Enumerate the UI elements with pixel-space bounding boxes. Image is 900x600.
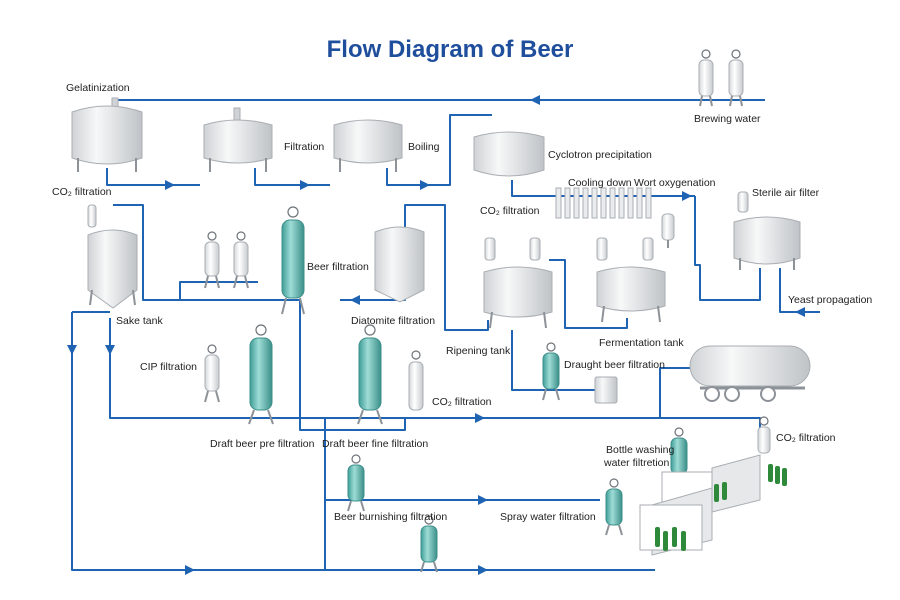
sake-tank: [87, 229, 138, 309]
flow-arrows: [67, 95, 805, 575]
pipe-ripen-ferm: [549, 259, 628, 329]
draft-pre-filter: [248, 324, 274, 425]
label-beer-filtration: Beer filtration: [307, 261, 369, 273]
label-cyclotron: Cyclotron precipitation: [548, 149, 652, 161]
wort-small-filter: [661, 213, 675, 248]
co2-filter-mid: [408, 350, 424, 411]
arrow-brewing: [530, 95, 540, 105]
pipe-yeast: [779, 268, 820, 313]
draft-fine-filter: [357, 324, 383, 425]
co2-filter-left: [87, 204, 97, 228]
label-sake-tank: Sake tank: [116, 315, 163, 327]
arrow-4: [682, 191, 692, 201]
ripening-tank: [483, 237, 553, 329]
beer-burnishing-filter: [347, 454, 365, 512]
label-draught-beer: Draught beer filtration: [564, 359, 665, 371]
label-co2-filtration-4: CO₂ filtration: [776, 432, 836, 444]
brewing-water-filters: [698, 49, 744, 107]
arrow-5: [350, 295, 360, 305]
label-draft-fine: Draft beer fine filtration: [322, 438, 428, 450]
label-filtration: Filtration: [284, 141, 324, 153]
pipe-cyc-cool: [511, 180, 695, 197]
label-beer-burnishing: Beer burnishing filtration: [334, 511, 447, 523]
page-title: Flow Diagram of Beer: [327, 36, 574, 63]
arrow-8: [475, 413, 485, 423]
label-bottle-washing-2: water filtretion: [603, 457, 670, 469]
label-co2-filtration-2: CO₂ filtration: [480, 205, 540, 217]
arrow-3: [420, 180, 430, 190]
label-co2-filtration-1: CO₂ filtration: [52, 186, 112, 198]
cooling-down-unit: [555, 187, 652, 219]
fermentation-tank: [596, 237, 666, 323]
bottling-line: [639, 454, 787, 556]
label-diatomite: Diatomite filtration: [351, 315, 435, 327]
label-yeast-propagation: Yeast propagation: [788, 294, 872, 306]
arrow-2: [300, 180, 310, 190]
boiling-tank: [333, 119, 403, 172]
pipe-sake-out: [113, 204, 300, 301]
pipes: [71, 99, 820, 571]
brewing-water-pipe: [114, 99, 765, 108]
co2-filter-right: [757, 416, 771, 454]
cyclotron-tank: [473, 131, 545, 177]
tanker-truck: [689, 345, 811, 402]
label-ripening-tank: Ripening tank: [446, 345, 511, 357]
pipe-wort-ferm: [694, 196, 761, 301]
cip-filter: [204, 344, 220, 403]
pipe-draught: [511, 330, 595, 391]
label-draft-pre: Draft beer pre filtration: [210, 438, 315, 450]
filtration-tank: [203, 107, 273, 172]
label-wort-oxygenation: Wort oxygenation: [634, 177, 716, 189]
pipe-gel-filt: [106, 168, 200, 186]
sterile-air-tank: [733, 191, 801, 270]
arrow-9: [185, 565, 195, 575]
beer-filtration-filter: [281, 206, 305, 315]
arrow-yeast: [795, 307, 805, 317]
label-spray-water: Spray water filtration: [500, 511, 596, 523]
arrow-1: [165, 180, 175, 190]
diatomite-tank: [374, 226, 425, 303]
label-boiling: Boiling: [408, 141, 440, 153]
keg: [594, 376, 618, 404]
label-gelatinization: Gelatinization: [66, 82, 130, 94]
pipe-sterile-small: [179, 281, 258, 300]
gelatinization-tank: [71, 97, 143, 172]
label-cooling-down: Cooling down: [568, 177, 632, 189]
label-bottle-washing-1: Bottle washing: [606, 444, 674, 456]
arrow-10: [478, 565, 488, 575]
pipe-mid: [299, 300, 406, 431]
pipe-bottom: [71, 312, 655, 571]
label-brewing-water: Brewing water: [694, 113, 761, 125]
spray-water-filter: [605, 478, 623, 536]
arrow-7: [105, 345, 115, 355]
arrow-6: [67, 345, 77, 355]
label-fermentation-tank: Fermentation tank: [599, 337, 684, 349]
pipe-boil-cyc: [386, 114, 492, 186]
bottom-green-filter: [420, 515, 438, 573]
label-co2-filtration-3: CO₂ filtration: [432, 396, 492, 408]
draught-beer-filter: [542, 342, 560, 401]
label-sterile-air-filter: Sterile air filter: [752, 187, 820, 199]
middle-white-filters: [204, 231, 249, 289]
label-cip-filtration: CIP filtration: [140, 361, 197, 373]
arrow-11: [478, 495, 488, 505]
